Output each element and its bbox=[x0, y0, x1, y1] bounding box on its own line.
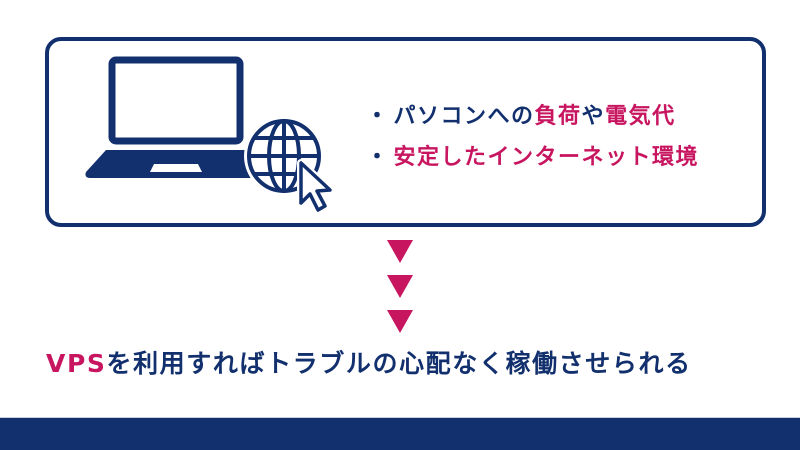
bullet-marker: ・ bbox=[366, 104, 390, 129]
conclusion-body: を利用すればトラブルの心配なく稼働させられる bbox=[106, 349, 692, 378]
issue-item-load-cost: ・パソコンへの負荷や電気代 bbox=[366, 96, 699, 137]
laptop-icon bbox=[85, 56, 267, 178]
text-segment: パソコンへの bbox=[393, 104, 535, 129]
laptop-globe-illustration bbox=[85, 56, 334, 214]
down-triangle-icon bbox=[387, 310, 413, 333]
text-segment: や bbox=[581, 104, 606, 129]
vps-highlight: VPS bbox=[46, 349, 107, 378]
footer-band bbox=[0, 417, 800, 450]
issue-list: ・パソコンへの負荷や電気代 ・安定したインターネット環境 bbox=[366, 96, 699, 178]
down-triangle-icon bbox=[387, 240, 413, 263]
problem-box bbox=[45, 37, 766, 227]
issue-item-internet: ・安定したインターネット環境 bbox=[366, 137, 699, 178]
bullet-marker: ・ bbox=[366, 145, 390, 170]
down-triangle-icon bbox=[387, 275, 413, 298]
highlight-internet: 安定したインターネット環境 bbox=[393, 145, 700, 170]
highlight-electricity: 電気代 bbox=[605, 104, 676, 129]
down-arrows bbox=[387, 240, 413, 345]
highlight-load: 負荷 bbox=[534, 104, 582, 129]
mouse-cursor-icon bbox=[297, 159, 334, 214]
conclusion-text: VPSを利用すればトラブルの心配なく稼働させられる bbox=[46, 346, 692, 382]
